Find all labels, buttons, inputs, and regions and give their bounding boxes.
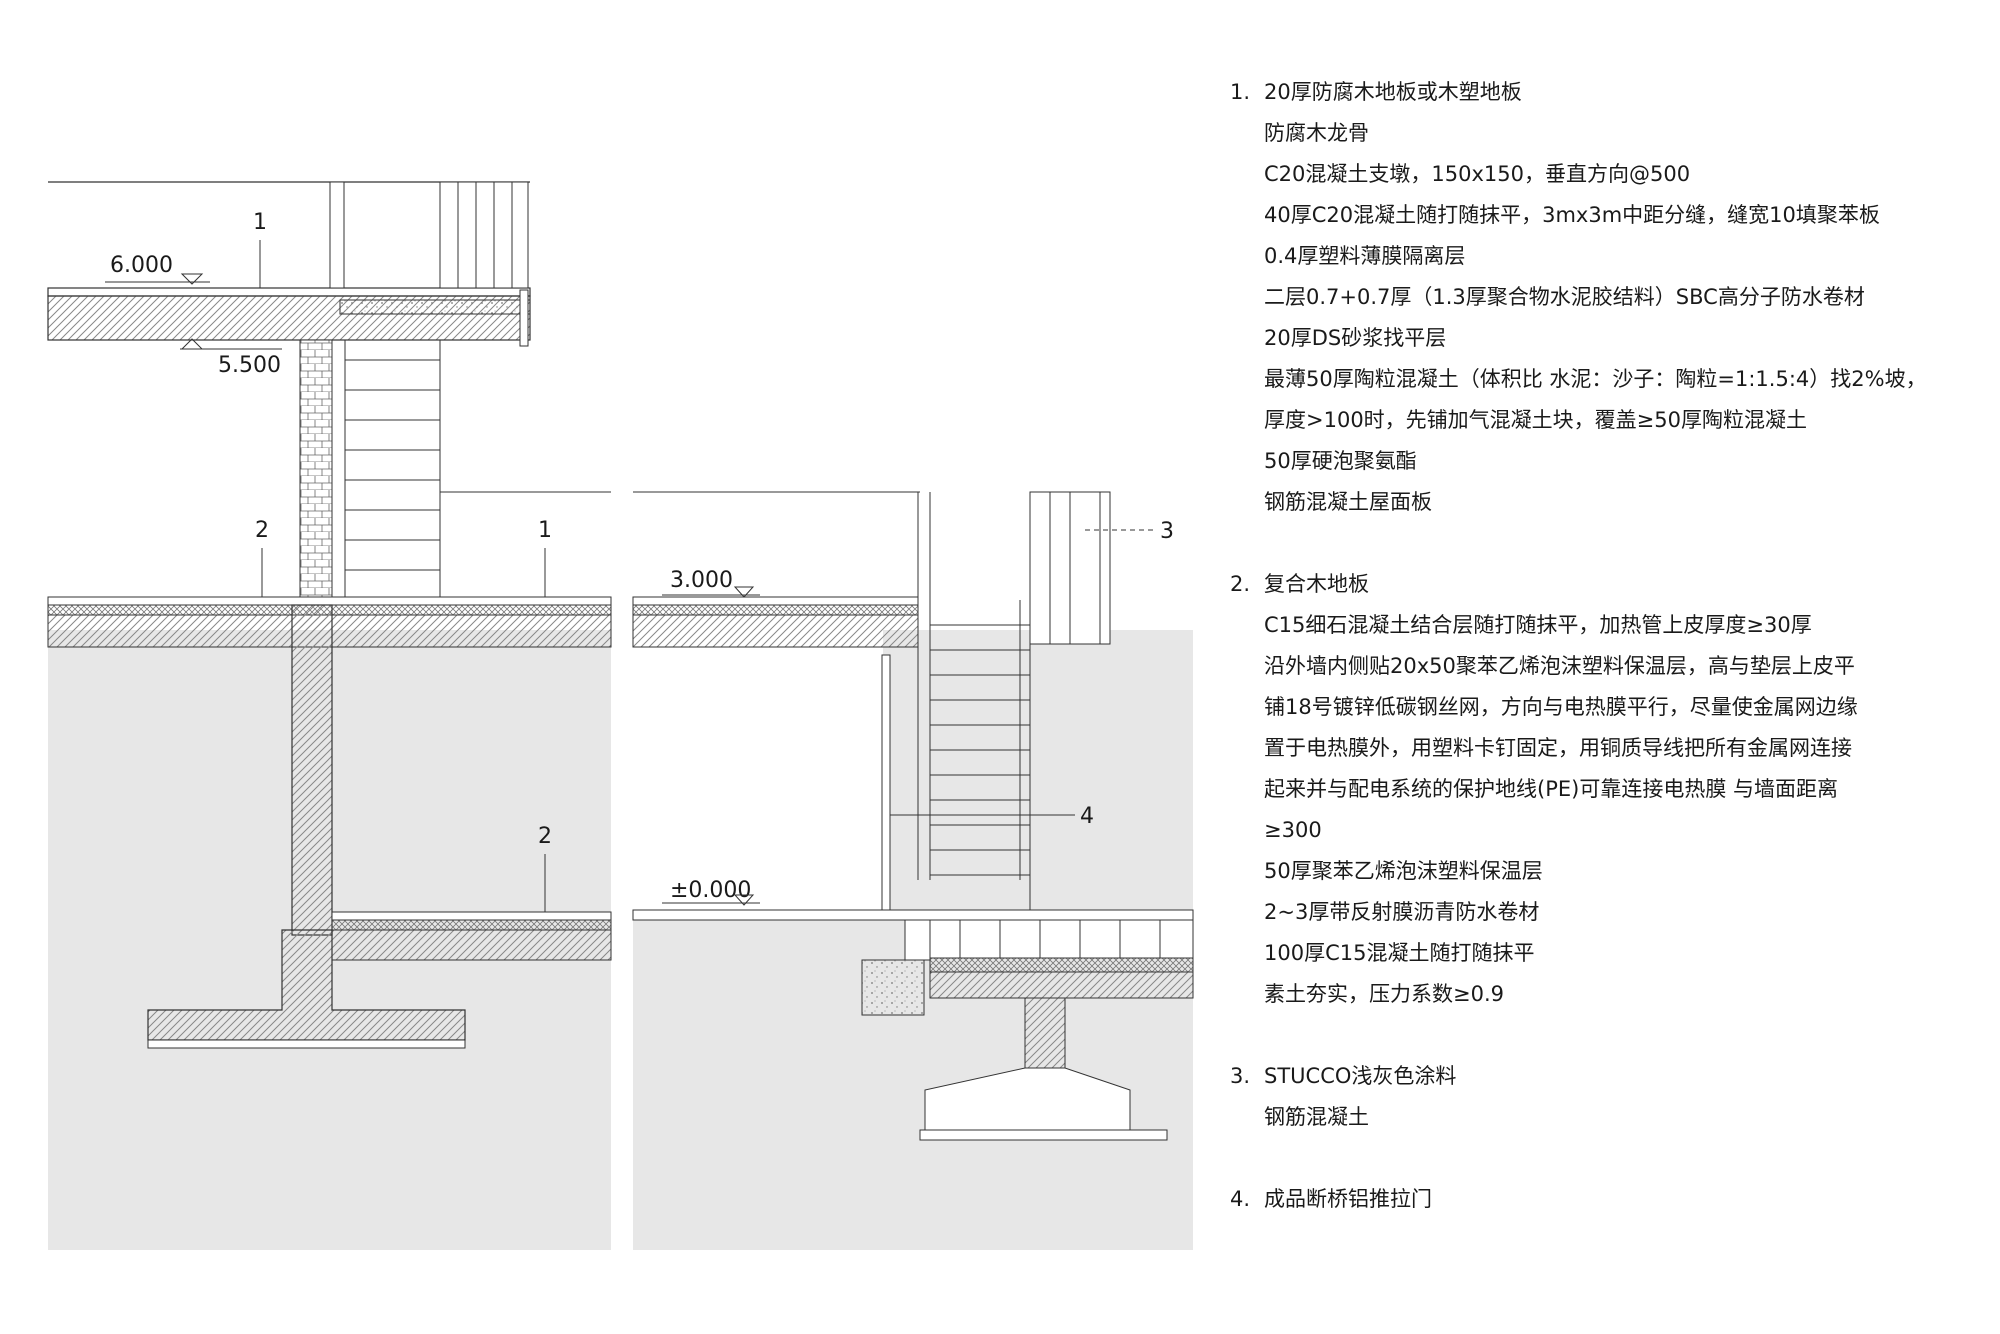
note-2: 2. 复合木地板 C15细石混凝土结合层随打随抹平，加热管上皮厚度≥30厚 沿外墙…: [1230, 564, 2000, 1015]
ground-floor-left: [331, 911, 612, 921]
note-line: 40厚C20混凝土随打随抹平，3mx3m中距分缝，缝宽10填聚苯板: [1264, 203, 1880, 227]
note-line: 钢筋混凝土屋面板: [1264, 490, 1432, 514]
level-mark-000: ±0.000: [662, 878, 760, 906]
note-line: STUCCO浅灰色涂料: [1264, 1064, 1457, 1088]
roof-railing-posts: [329, 181, 345, 289]
note-line: 钢筋混凝土: [1264, 1105, 1369, 1129]
level-label: 6.000: [110, 253, 173, 278]
note-line: 防腐木龙骨: [1264, 121, 1369, 145]
section-drawing: 6.000 5.500 3.000 ±0.000 1 1 2 2 3 4: [47, 181, 1194, 1250]
level-mark-5500: 5.500: [180, 338, 282, 378]
note-1: 1. 20厚防腐木地板或木塑地板 防腐木龙骨 C20混凝土支墩，150x150，垂…: [1230, 72, 2000, 523]
sliding-door: [881, 654, 891, 911]
callout-number: 2: [538, 824, 552, 849]
note-3: 3. STUCCO浅灰色涂料 钢筋混凝土: [1230, 1056, 2000, 1138]
note-number: 2.: [1230, 572, 1251, 596]
callout-1-floor: 1: [538, 518, 552, 597]
right-section: [632, 491, 1194, 1250]
note-line: 置于电热膜外，用塑料卡钉固定，用铜质导线把所有金属网连接: [1264, 736, 1852, 760]
note-line: 成品断桥铝推拉门: [1264, 1187, 1432, 1211]
raised-floor-right: [929, 919, 1194, 959]
pier: [1024, 997, 1066, 1069]
note-line: 厚度>100时，先铺加气混凝土块，覆盖≥50厚陶粒混凝土: [1264, 408, 1807, 432]
brick-wall: [299, 339, 333, 603]
callout-number: 4: [1080, 804, 1094, 829]
note-line: C15细石混凝土结合层随打随抹平，加热管上皮厚度≥30厚: [1264, 613, 1812, 637]
note-line: 起来并与配电系统的保护地线(PE)可靠连接电热膜 与墙面距离: [1264, 777, 1838, 801]
note-line: 复合木地板: [1264, 572, 1369, 596]
note-line: 沿外墙内侧贴20x50聚苯乙烯泡沫塑料保温层，高与垫层上皮平: [1264, 654, 1855, 678]
floor-deck-right: [632, 596, 919, 606]
note-line: 铺18号镀锌低碳钢丝网，方向与电热膜平行，尽量使金属网边缘: [1264, 695, 1858, 719]
level-label: 3.000: [670, 568, 733, 593]
level-mark-3000: 3.000: [662, 568, 760, 598]
specification-notes: 1. 20厚防腐木地板或木塑地板 防腐木龙骨 C20混凝土支墩，150x150，垂…: [1230, 72, 2000, 1261]
note-number: 4.: [1230, 1187, 1251, 1211]
note-line: 100厚C15混凝土随打随抹平: [1264, 941, 1535, 965]
note-line: ≥300: [1264, 818, 1322, 842]
note-line: 20厚防腐木地板或木塑地板: [1264, 80, 1522, 104]
note-line: 素土夯实，压力系数≥0.9: [1264, 982, 1504, 1006]
callout-3: 3: [1085, 519, 1174, 544]
note-line: 0.4厚塑料薄膜隔离层: [1264, 244, 1466, 268]
note-line: 2~3厚带反射膜沥青防水卷材: [1264, 900, 1540, 924]
note-4: 4. 成品断桥铝推拉门: [1230, 1179, 2000, 1220]
left-section: [47, 181, 612, 1250]
callout-number: 1: [253, 210, 267, 235]
callout-2-ground: 2: [538, 824, 552, 912]
callout-number: 1: [538, 518, 552, 543]
note-line: C20混凝土支墩，150x150，垂直方向@500: [1264, 162, 1691, 186]
column-left: [291, 604, 333, 936]
callout-2-floor: 2: [255, 518, 269, 597]
stair-left: [344, 340, 611, 602]
callout-4: 4: [890, 804, 1094, 829]
note-line: 50厚聚苯乙烯泡沫塑料保温层: [1264, 859, 1543, 883]
level-mark-6000: 6.000: [105, 253, 210, 285]
plinth: [861, 959, 925, 1016]
note-number: 1.: [1230, 80, 1251, 104]
note-line: 20厚DS砂浆找平层: [1264, 326, 1447, 350]
callout-number: 2: [255, 518, 269, 543]
roof-deck-left: [47, 287, 531, 297]
callout-1-roof: 1: [253, 210, 267, 288]
level-label: 5.500: [218, 353, 281, 378]
note-number: 3.: [1230, 1064, 1251, 1088]
note-line: 二层0.7+0.7厚（1.3厚聚合物水泥胶结料）SBC高分子防水卷材: [1264, 285, 1865, 309]
callout-number: 3: [1160, 519, 1174, 544]
note-line: 最薄50厚陶粒混凝土（体积比 水泥：沙子：陶粒=1:1.5:4）找2%坡，: [1264, 367, 1927, 391]
note-line: 50厚硬泡聚氨酯: [1264, 449, 1417, 473]
floor-deck-left: [47, 596, 612, 606]
